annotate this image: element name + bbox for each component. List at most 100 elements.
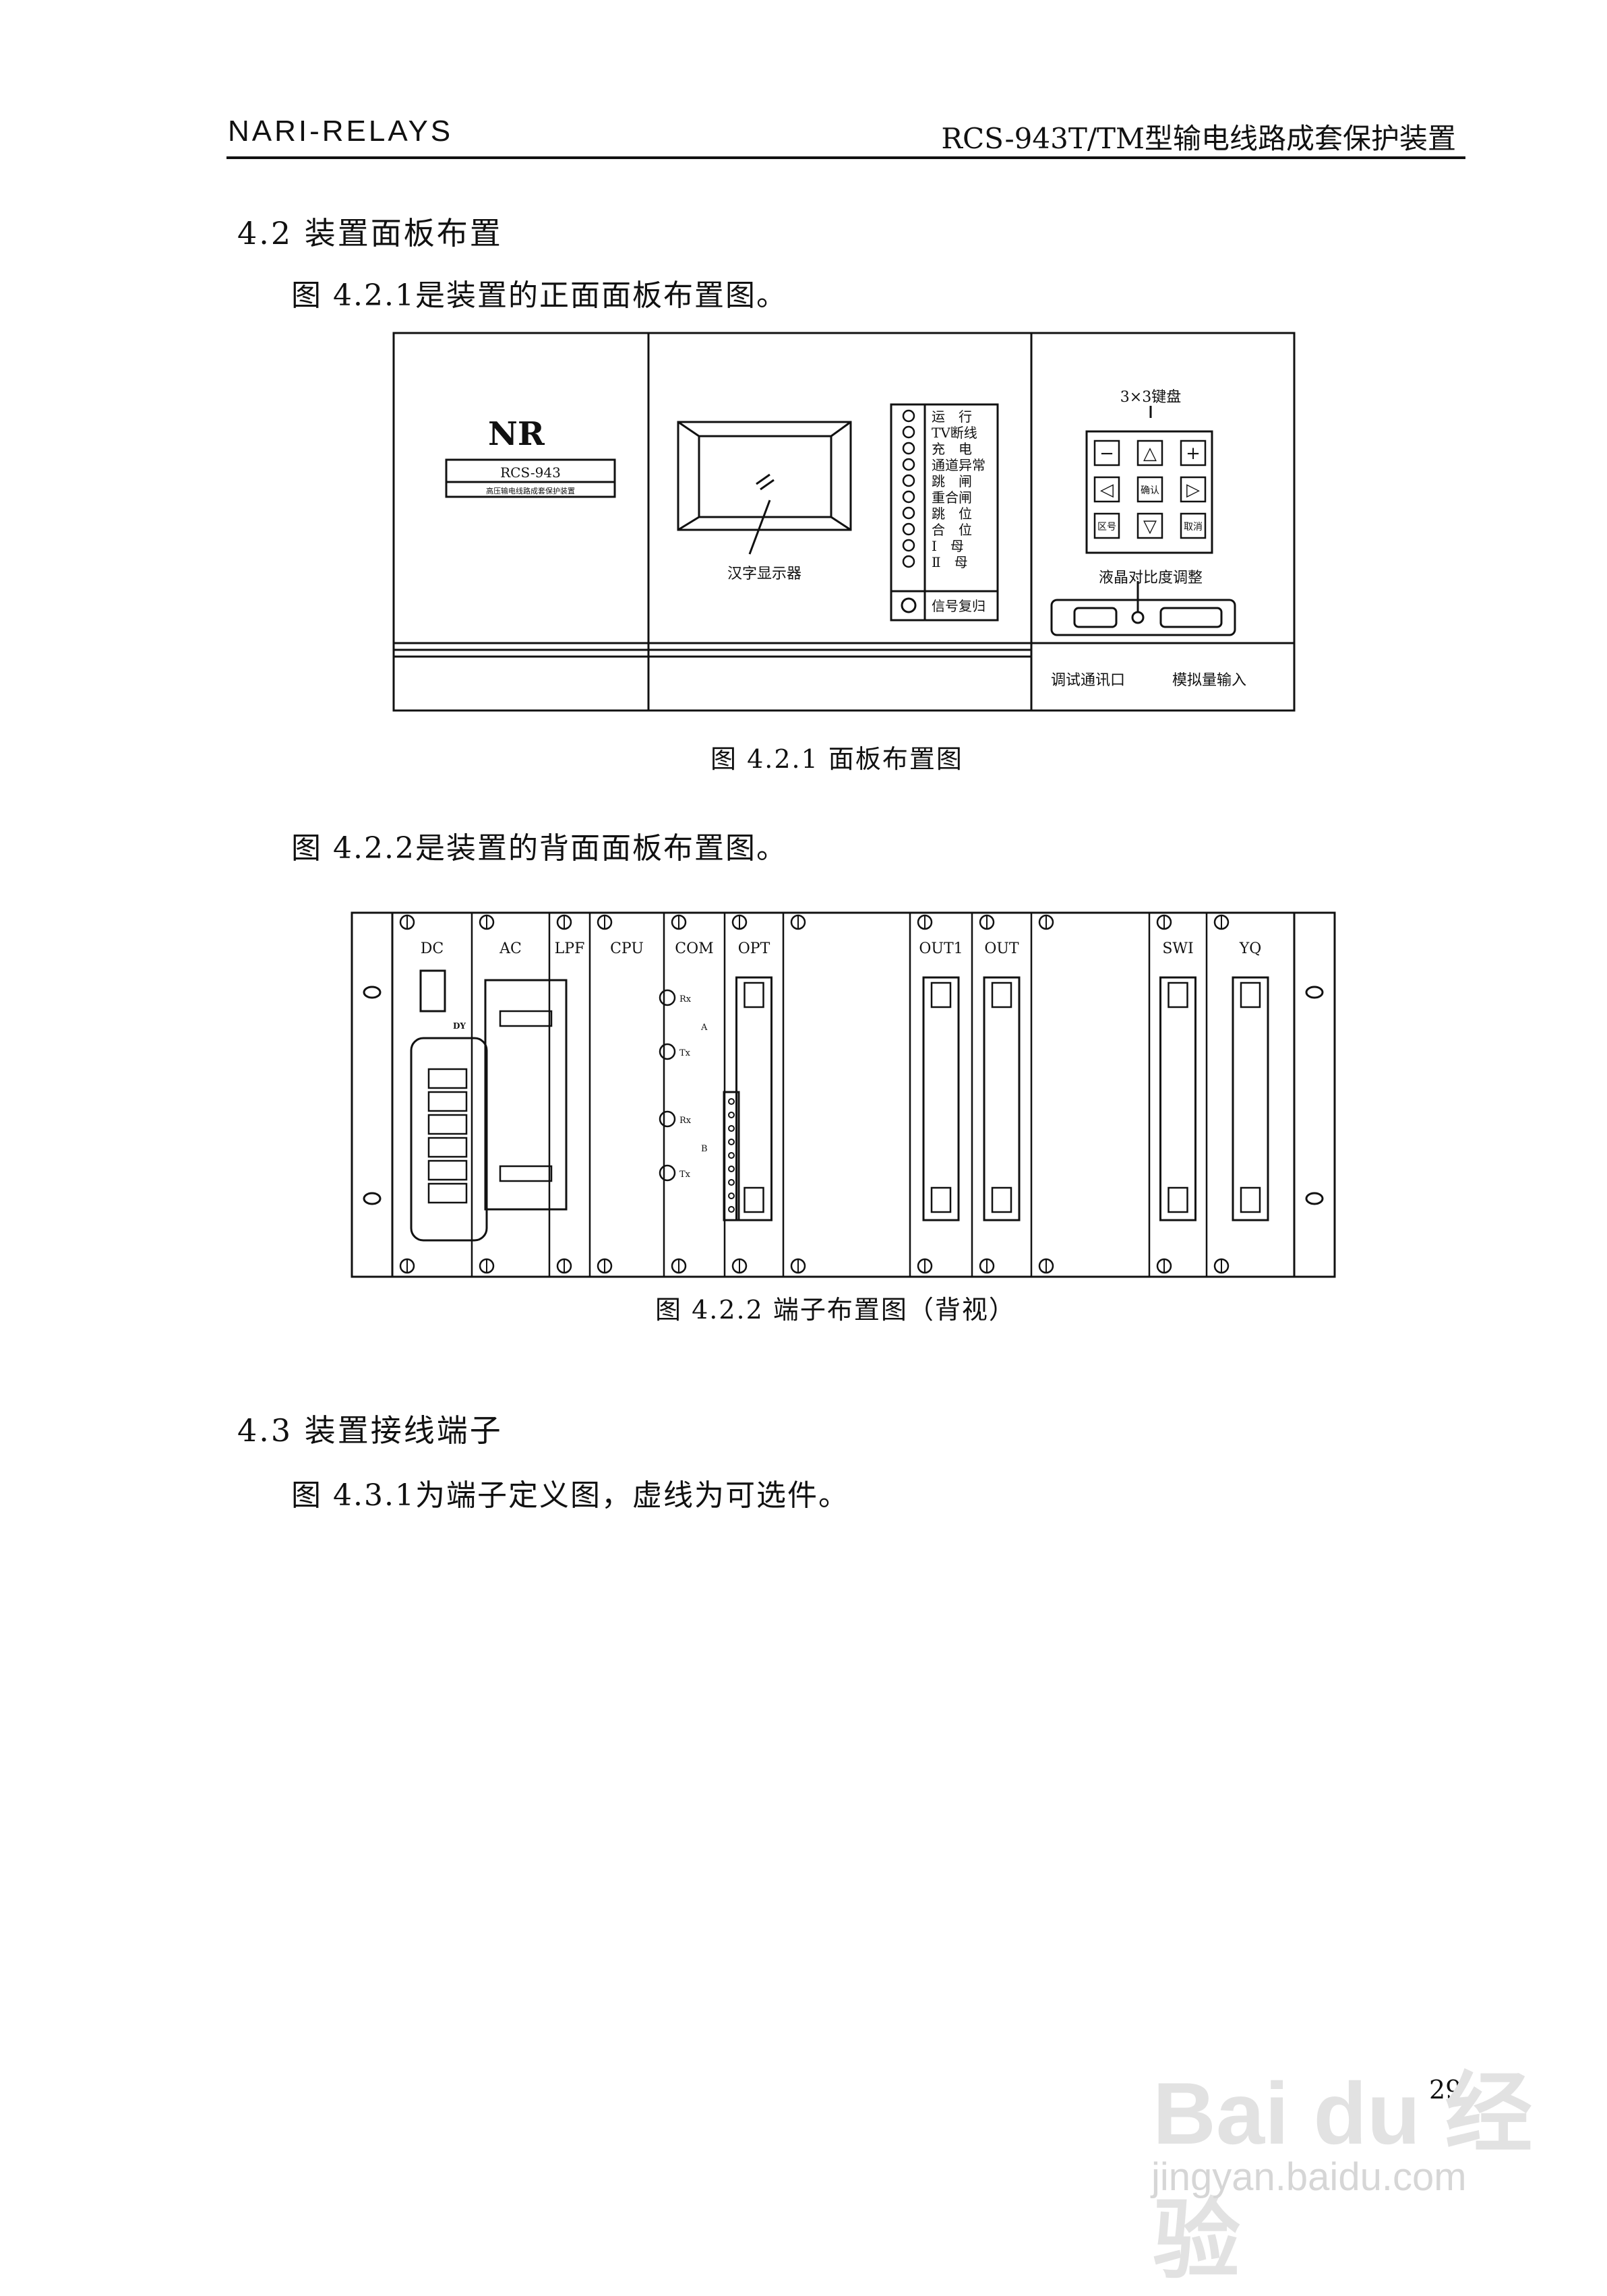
keypad-key-label: +	[1186, 444, 1201, 464]
com-pin	[728, 1152, 735, 1159]
module-label: OPT	[738, 940, 770, 957]
led-indicator	[902, 539, 915, 552]
lcd-screen	[698, 435, 832, 518]
led-indicator	[902, 474, 915, 487]
keypad-key[interactable]	[1180, 512, 1207, 539]
back-panel-intro: 图 4.2.2是装置的背面面板布置图。	[291, 831, 787, 866]
module-latch	[991, 1186, 1012, 1213]
cpu-port-label: Rx	[679, 994, 692, 1004]
dc-terminal	[427, 1159, 468, 1181]
module-label: OUT	[984, 940, 1019, 957]
cpu-fiber-port[interactable]	[659, 1043, 676, 1060]
cpu-group-label: A	[700, 1023, 708, 1033]
led-indicator	[902, 458, 915, 471]
led-label: TV断线	[932, 425, 977, 441]
section-4-3-heading: 4.3 装置接线端子	[237, 1412, 503, 1449]
front-panel-frame	[392, 332, 1296, 712]
contrast-knob	[1131, 611, 1145, 624]
module-latch	[1168, 981, 1188, 1008]
module-label: AC	[499, 940, 522, 957]
module-label: YQ	[1239, 940, 1262, 957]
com-pin	[728, 1206, 735, 1213]
cpu-fiber-port[interactable]	[659, 1164, 676, 1182]
dc-marker: DY	[453, 1021, 466, 1031]
module-latch	[1168, 1186, 1188, 1213]
dc-terminal	[427, 1091, 468, 1112]
nr-logo: NR	[488, 415, 545, 453]
reset-label: 信号复归	[932, 598, 986, 614]
led-label: 运 行	[932, 409, 972, 425]
module-latch	[991, 981, 1012, 1008]
module-card	[983, 976, 1021, 1221]
module-label: CPU	[610, 940, 644, 957]
keypad-key[interactable]	[1180, 440, 1207, 466]
ac-latch	[499, 1165, 553, 1182]
section-4-2-heading: 4.2 装置面板布置	[237, 215, 503, 251]
keypad-key[interactable]	[1093, 476, 1120, 503]
watermark-url: jingyan.baidu.com	[1151, 2155, 1467, 2199]
mount-hole	[1305, 1192, 1324, 1205]
keypad-key[interactable]	[1093, 512, 1120, 539]
contrast-label: 液晶对比度调整	[1099, 570, 1203, 586]
keypad-key[interactable]	[1136, 476, 1163, 503]
reset-button	[901, 597, 917, 613]
lcd-label: 汉字显示器	[727, 566, 801, 582]
cpu-fiber-port[interactable]	[659, 1110, 676, 1128]
dc-terminal-block	[410, 1037, 488, 1242]
led-indicator	[902, 506, 915, 520]
led-indicator	[902, 442, 915, 455]
keypad-key-label: ◁	[1100, 480, 1114, 500]
module-card	[922, 976, 960, 1221]
led-label: 重合闸	[932, 489, 972, 506]
mount-hole	[363, 1192, 382, 1205]
keypad-key-label: 区号	[1097, 522, 1116, 533]
com-pin	[728, 1139, 735, 1145]
module-card	[735, 976, 772, 1221]
mount-hole	[363, 986, 382, 999]
led-indicator	[902, 490, 915, 504]
back-panel-caption: 图 4.2.2 端子布置图（背视）	[655, 1295, 1016, 1325]
keypad-keys: −△+◁确认▷区号▽取消	[1093, 440, 1207, 539]
led-indicator	[902, 522, 915, 536]
led-label: 跳 位	[932, 506, 972, 522]
module-label: DC	[421, 940, 444, 957]
keypad-key[interactable]	[1093, 440, 1120, 466]
cpu-port-label: Tx	[679, 1048, 691, 1058]
com-pin	[728, 1098, 735, 1105]
header-right: RCS-943T/TM型输电线路成套保护装置	[941, 122, 1456, 155]
page-number: 29	[1429, 2075, 1462, 2105]
dc-power-switch[interactable]	[419, 969, 446, 1013]
led-label: 跳 闸	[932, 473, 972, 489]
keypad-key-label: 确认	[1141, 485, 1159, 496]
com-pin	[728, 1125, 735, 1132]
dc-terminal	[427, 1068, 468, 1089]
analog-input-port	[1159, 607, 1223, 628]
module-latch	[930, 1186, 952, 1213]
back-panel-frame	[351, 911, 1336, 1278]
led-indicator	[902, 409, 915, 423]
module-card	[1159, 976, 1196, 1221]
model-plate	[445, 458, 616, 498]
keypad-key[interactable]	[1136, 512, 1163, 539]
module-card	[1232, 976, 1269, 1221]
cpu-group-label: B	[701, 1144, 708, 1154]
terminal-intro: 图 4.3.1为端子定义图，虚线为可选件。	[291, 1478, 849, 1513]
com-pin	[728, 1192, 735, 1199]
ac-module	[484, 979, 568, 1211]
analog-input-label: 模拟量输入	[1172, 672, 1246, 689]
module-label: LPF	[555, 940, 585, 957]
led-label: 合 位	[932, 522, 972, 538]
model-subtitle: 高压输电线路成套保护装置	[486, 486, 575, 495]
keypad-key-label: ▷	[1186, 480, 1200, 500]
keypad-key[interactable]	[1180, 476, 1207, 503]
keypad-key[interactable]	[1136, 440, 1163, 466]
debug-port-label: 调试通讯口	[1051, 672, 1125, 689]
module-label: COM	[675, 940, 713, 957]
com-pin	[728, 1179, 735, 1186]
cpu-fiber-port[interactable]	[659, 989, 676, 1006]
com-pin	[728, 1112, 735, 1118]
module-label: SWI	[1162, 940, 1193, 957]
